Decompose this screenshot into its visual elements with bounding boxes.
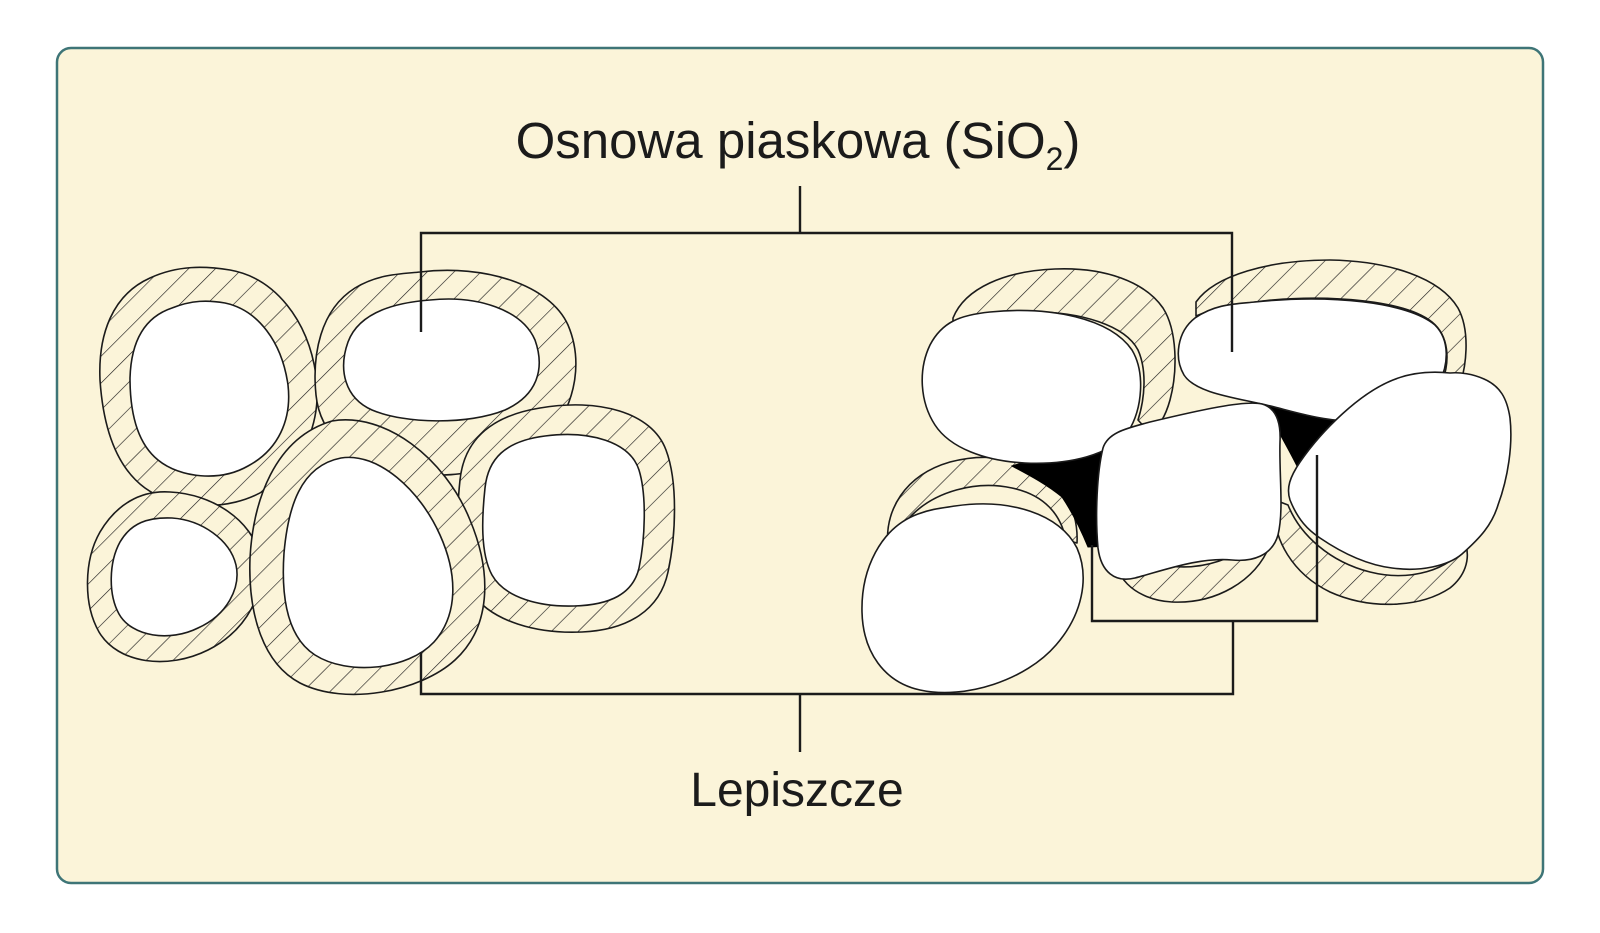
label-binder: Lepiszcze	[690, 764, 903, 817]
sand-grain	[481, 433, 646, 607]
bottom-bracket	[419, 621, 1235, 696]
sand-grain	[861, 503, 1084, 694]
sand-grain	[129, 300, 290, 477]
sand-grain	[110, 517, 238, 637]
connector-lines	[419, 186, 1319, 752]
top-bracket	[419, 231, 1234, 352]
grain-coat	[1273, 499, 1469, 606]
grain-coat	[886, 456, 1078, 551]
title-sand-matrix: Osnowa piaskowa (SiO2)	[516, 112, 1081, 177]
right-grain-cluster	[861, 259, 1512, 694]
sand-grain	[342, 298, 540, 422]
binder-callout-box	[1090, 455, 1319, 623]
left-grain-cluster	[86, 266, 676, 696]
sand-grain	[1287, 371, 1512, 571]
sand-grain	[282, 456, 454, 669]
sand-grain	[1095, 402, 1282, 580]
sand-grain	[921, 309, 1142, 465]
